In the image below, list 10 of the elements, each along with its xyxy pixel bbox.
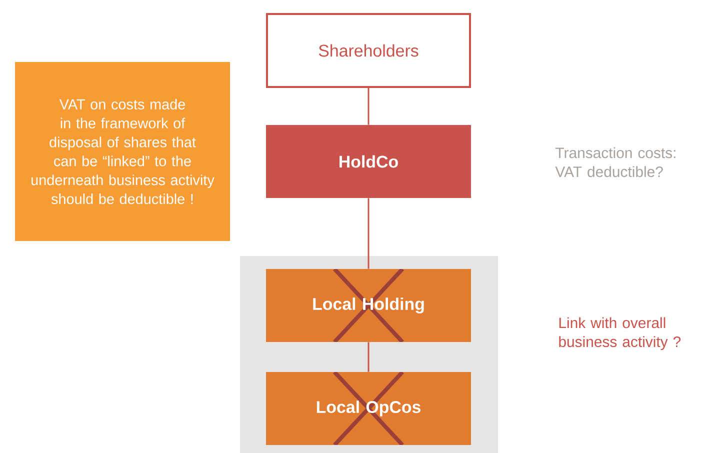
crossed-out-box: Local Holding — [266, 269, 471, 342]
connector-line — [368, 342, 370, 372]
crossed-out-box: Local OpCos — [266, 372, 471, 445]
annotation-text: Link with overall business activity ? — [559, 317, 681, 350]
connector-line — [368, 88, 370, 125]
entity-box: HoldCo — [266, 125, 471, 198]
annotation-text: Transaction costs: VAT deductible? — [555, 147, 676, 178]
connector-line — [368, 198, 370, 269]
note-box: VAT on costs made in the framework of disposal of shares that can be “linked” to the underneath business activity should be deductible ! — [15, 62, 230, 241]
entity-box: Shareholders — [266, 13, 471, 88]
